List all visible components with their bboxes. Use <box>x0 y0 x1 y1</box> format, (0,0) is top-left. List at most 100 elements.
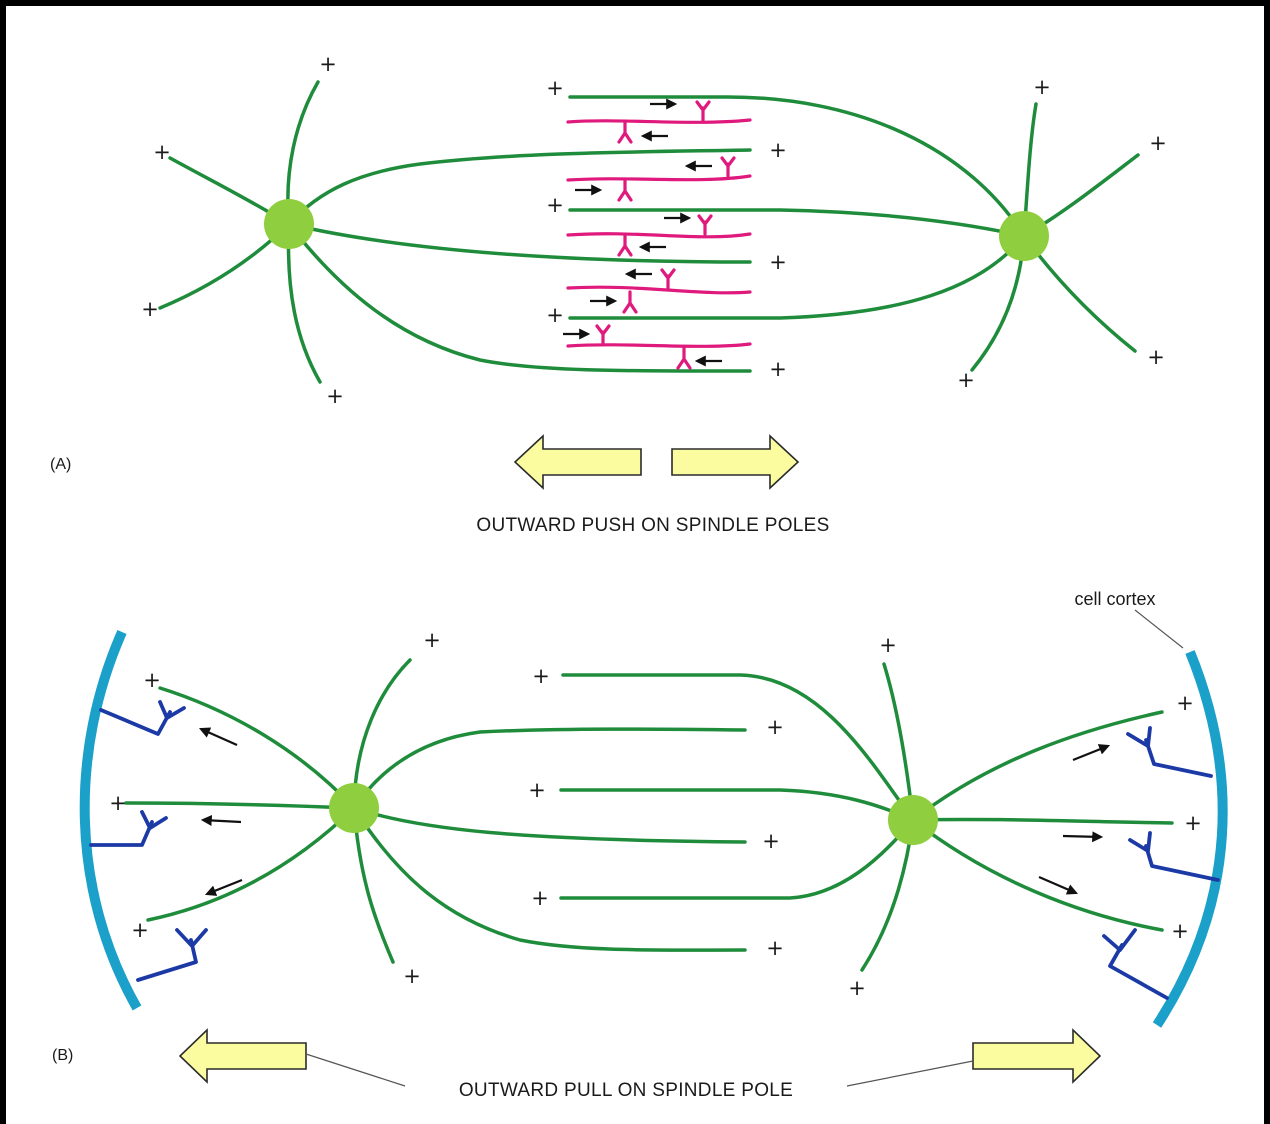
cell-cortex-right <box>1152 650 1228 1028</box>
motor-protein-icon <box>617 178 633 202</box>
motor-protein-filament <box>566 342 752 348</box>
motor-protein-filament <box>566 232 752 239</box>
arrow-icon <box>204 878 243 896</box>
sliding-direction-arrows-a <box>563 98 722 367</box>
plus-end-label: + <box>326 384 344 408</box>
plus-end-label: + <box>766 936 784 960</box>
plus-end-label: + <box>879 633 897 657</box>
plus-end-label: + <box>319 52 337 76</box>
plus-end-label: + <box>769 250 787 274</box>
spindle-pole-icon <box>888 795 938 845</box>
spindle-pole-icon <box>264 199 314 249</box>
caption-leader-line <box>846 1060 974 1087</box>
plus-end-label: + <box>532 664 550 688</box>
plus-end-label: + <box>1184 811 1202 835</box>
microtubule <box>146 806 356 922</box>
plus-end-label: + <box>546 303 564 327</box>
microtubule <box>559 818 915 900</box>
cortical-motors-right <box>1102 726 1220 1000</box>
microtubule <box>561 673 915 822</box>
plus-end-label: + <box>766 715 784 739</box>
plus-end-label: + <box>531 886 549 910</box>
motor-protein-icon <box>720 156 736 178</box>
arrow-icon <box>198 727 238 747</box>
plus-end-label: + <box>769 138 787 162</box>
plus-end-label: + <box>957 368 975 392</box>
plus-end-label: + <box>423 628 441 652</box>
motor-protein-icon <box>676 346 692 370</box>
microtubule <box>568 208 1026 238</box>
panel-a: + + + + + + + + + + + + + + (A) OUTWARD … <box>50 52 1167 536</box>
microtubule <box>568 234 1026 320</box>
panel-label-a: (A) <box>50 456 71 473</box>
motor-protein-icon <box>99 700 186 736</box>
plus-end-label: + <box>131 918 149 942</box>
block-arrow-icon <box>513 434 642 490</box>
caption-leader-line <box>305 1053 406 1087</box>
cell-cortex-left <box>79 629 142 1011</box>
outward-push-arrows <box>513 434 800 490</box>
motor-protein-filament <box>566 174 752 182</box>
plus-end-label: + <box>546 76 564 100</box>
plus-ends-b: + + + + + + + + + + + + + + + + <box>109 628 1202 1000</box>
plus-end-label: + <box>141 297 159 321</box>
spindle-pole-icon <box>999 211 1049 261</box>
outward-pull-arrows <box>178 1028 1102 1087</box>
plus-end-label: + <box>153 140 171 164</box>
plus-end-label: + <box>1149 131 1167 155</box>
arrow-icon <box>1062 831 1104 843</box>
plus-end-label: + <box>848 976 866 1000</box>
cortical-motors-left <box>89 700 208 982</box>
motor-protein-icon <box>1126 726 1213 778</box>
motor-protein-icon <box>695 100 711 122</box>
motor-protein-icon <box>1102 928 1169 1000</box>
block-arrow-icon <box>972 1028 1102 1084</box>
panel-a-caption: OUTWARD PUSH ON SPINDLE POLES <box>476 515 829 536</box>
microtubule <box>124 801 356 810</box>
motor-protein-icon <box>617 120 633 144</box>
plus-end-label: + <box>403 964 421 988</box>
panel-label-b: (B) <box>52 1047 73 1064</box>
pull-direction-arrows <box>198 727 1111 896</box>
plus-end-label: + <box>546 193 564 217</box>
sliding-motors-a <box>566 100 752 370</box>
microtubule <box>559 788 915 822</box>
motor-protein-icon <box>697 214 713 236</box>
motor-protein-icon <box>622 290 638 314</box>
motor-protein-filament <box>566 285 752 295</box>
motor-protein-filament <box>566 118 752 124</box>
plus-end-label: + <box>109 791 127 815</box>
plus-end-label: + <box>528 778 546 802</box>
plus-end-label: + <box>1147 345 1165 369</box>
microtubule <box>911 710 1164 822</box>
motor-protein-icon <box>1128 831 1220 882</box>
microtubule <box>158 686 356 810</box>
block-arrow-icon <box>178 1028 307 1084</box>
interpolar-microtubules-a <box>287 95 1026 373</box>
astral-microtubules-right-a <box>970 102 1140 372</box>
spindle-pole-icon <box>329 783 379 833</box>
plus-ends-a: + + + + + + + + + + + + + + <box>141 52 1167 408</box>
cell-cortex-leader-line <box>1134 609 1184 649</box>
plus-end-label: + <box>1171 919 1189 943</box>
motor-protein-icon <box>89 810 168 847</box>
microtubule <box>287 148 752 226</box>
microtubule <box>352 806 747 844</box>
arrow-icon <box>1038 875 1079 895</box>
plus-end-label: + <box>762 829 780 853</box>
motor-protein-icon <box>595 324 611 346</box>
microtubule <box>352 727 747 810</box>
microtubule <box>911 818 1164 932</box>
cell-cortex-label: cell cortex <box>1074 589 1155 609</box>
microtubule <box>911 817 1174 825</box>
microtubule <box>352 806 747 952</box>
motor-protein-icon <box>136 928 208 982</box>
arrow-icon <box>200 814 242 826</box>
panel-b-caption: OUTWARD PULL ON SPINDLE POLE <box>459 1080 793 1101</box>
panel-b: cell cortex <box>52 589 1228 1101</box>
microtubule <box>287 222 752 264</box>
plus-end-label: + <box>769 357 787 381</box>
motor-protein-icon <box>617 233 633 257</box>
plus-end-label: + <box>143 668 161 692</box>
